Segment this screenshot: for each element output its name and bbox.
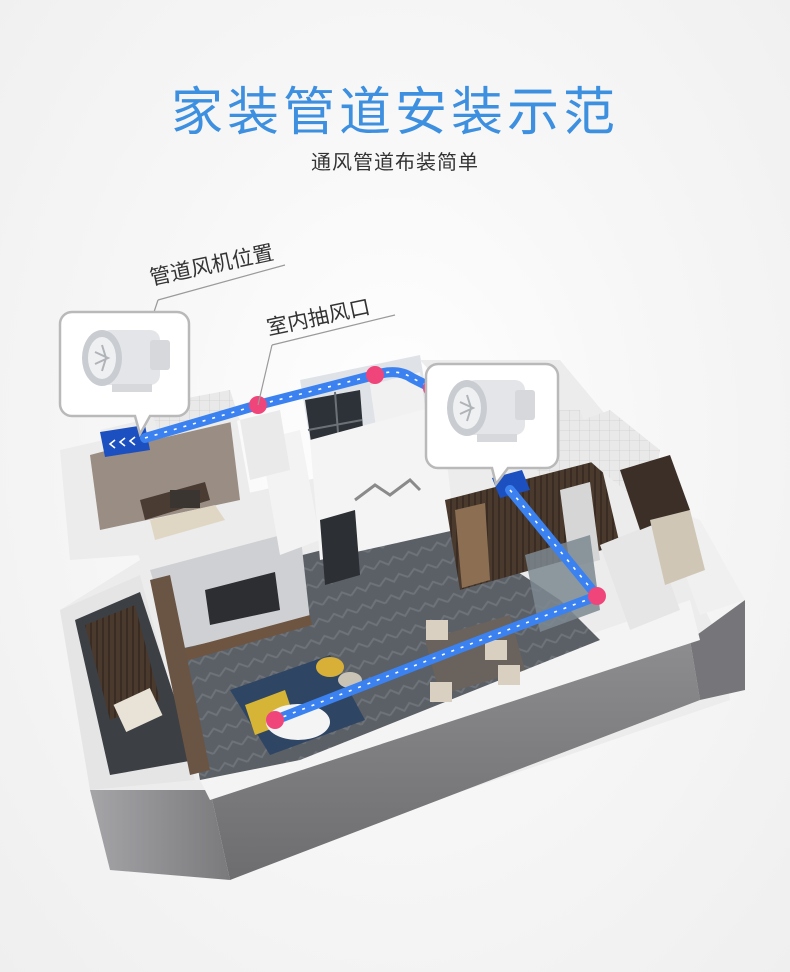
- front-wall: [210, 640, 700, 880]
- lounge-chair: [113, 687, 163, 733]
- callout-leaders: [151, 264, 396, 406]
- duct-outlet-left: [100, 425, 150, 457]
- page-title: 家装管道安装示范: [170, 83, 619, 143]
- wall-sculpture: [354, 478, 422, 502]
- tv: [205, 572, 280, 625]
- exhaust-point-2: [366, 366, 384, 384]
- glass-shower: [525, 535, 600, 632]
- fan-popup-right: [424, 362, 560, 487]
- page-subtitle: 通风管道布装简单: [311, 150, 479, 174]
- fan-popup-left: [58, 310, 191, 438]
- inline-duct-fan-icon: [447, 380, 535, 442]
- left-front-wall: [90, 790, 230, 880]
- exhaust-point-5: [266, 711, 284, 729]
- inline-duct-fan-icon: [82, 330, 170, 392]
- exhaust-point-4: [588, 587, 606, 605]
